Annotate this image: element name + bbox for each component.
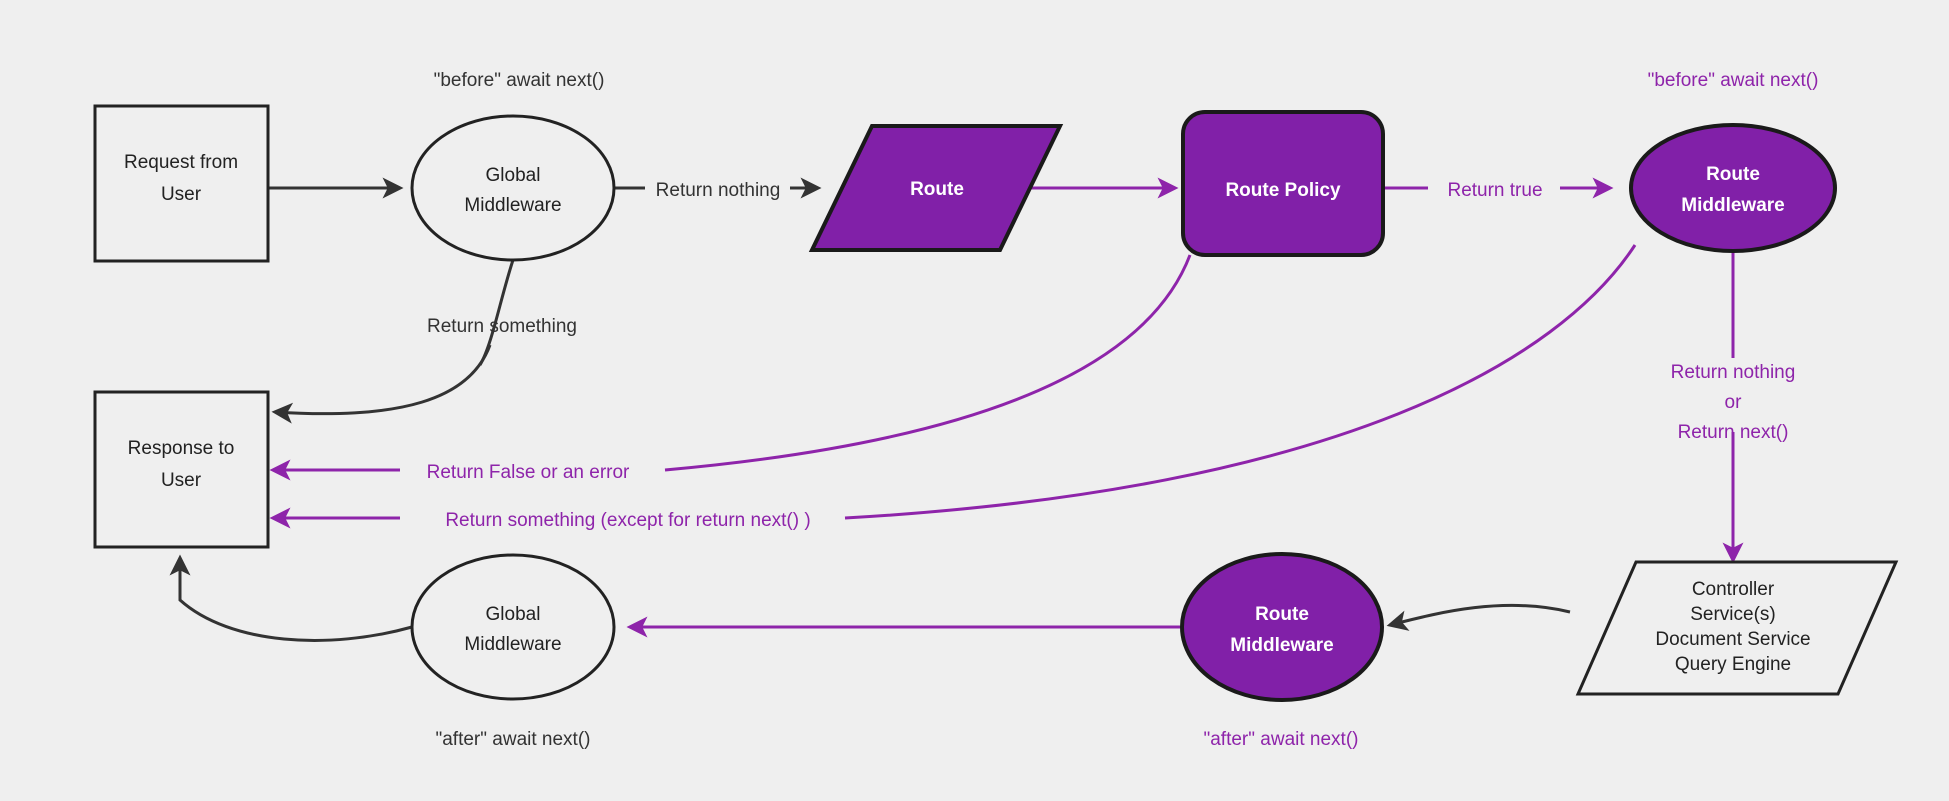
node-route-label: Route [910,179,964,200]
node-request-from-user-line1: Request from [124,152,238,173]
node-request-from-user[interactable]: Request from User [93,104,270,263]
edge-label-return-something-except: Return something (except for return next… [445,510,810,531]
edge-label-return-true: Return true [1447,180,1542,201]
edge-label-return-nothing-or-next-line1: Return nothing [1671,362,1796,383]
node-route-middleware-top[interactable]: Route Middleware [1629,123,1837,253]
node-route-middleware-bottom-line2: Middleware [1230,635,1333,656]
node-global-middleware-top-line2: Middleware [464,195,561,216]
node-global-middleware-bottom-line1: Global [486,604,541,625]
edge-policy-to-response-curve [664,254,1192,472]
node-route-middleware-bottom-line1: Route [1255,604,1309,625]
node-global-middleware-top[interactable]: Global Middleware [410,114,616,262]
node-controller-services-line2: Service(s) [1690,604,1776,625]
node-route[interactable]: Route [808,124,1064,252]
edge-global-middleware-bottom-to-response [169,554,413,642]
node-global-middleware-bottom-line2: Middleware [464,634,561,655]
node-controller-services-line1: Controller [1692,579,1775,600]
edge-global-middleware-to-response [271,344,492,424]
node-route-policy-label: Route Policy [1225,180,1341,201]
annotation-after-await-next-purple: "after" await next() [1204,729,1359,750]
node-route-middleware-top-line1: Route [1706,164,1760,185]
edge-label-return-something-dark: Return something [427,316,577,337]
edge-controller-to-route-middleware-bottom [1386,603,1571,631]
edge-label-return-false-or-error: Return False or an error [427,462,630,483]
edge-label-return-nothing-or-next-line2: or [1725,392,1743,413]
node-global-middleware-bottom[interactable]: Global Middleware [410,553,616,701]
node-request-from-user-line2: User [161,184,202,205]
edge-global-middleware-drop-stub [478,259,515,366]
node-route-policy[interactable]: Route Policy [1181,110,1385,257]
edge-label-return-nothing: Return nothing [656,180,781,201]
node-route-middleware-top-line2: Middleware [1681,195,1784,216]
annotation-before-await-next-dark: "before" await next() [434,70,605,91]
annotation-before-await-next-purple: "before" await next() [1648,70,1819,91]
node-global-middleware-top-line1: Global [486,165,541,186]
edge-route-middleware-to-response-curve [844,244,1637,520]
node-response-to-user[interactable]: Response to User [93,390,270,549]
edge-label-return-nothing-or-next-line3: Return next() [1678,422,1789,443]
node-route-middleware-bottom[interactable]: Route Middleware [1180,552,1384,702]
node-controller-services-line3: Document Service [1655,629,1810,650]
node-response-to-user-line1: Response to [128,438,235,459]
node-controller-services[interactable]: Controller Service(s) Document Service Q… [1575,560,1899,696]
node-response-to-user-line2: User [161,470,202,491]
annotation-after-await-next-dark: "after" await next() [436,729,591,750]
node-controller-services-line4: Query Engine [1675,654,1791,675]
